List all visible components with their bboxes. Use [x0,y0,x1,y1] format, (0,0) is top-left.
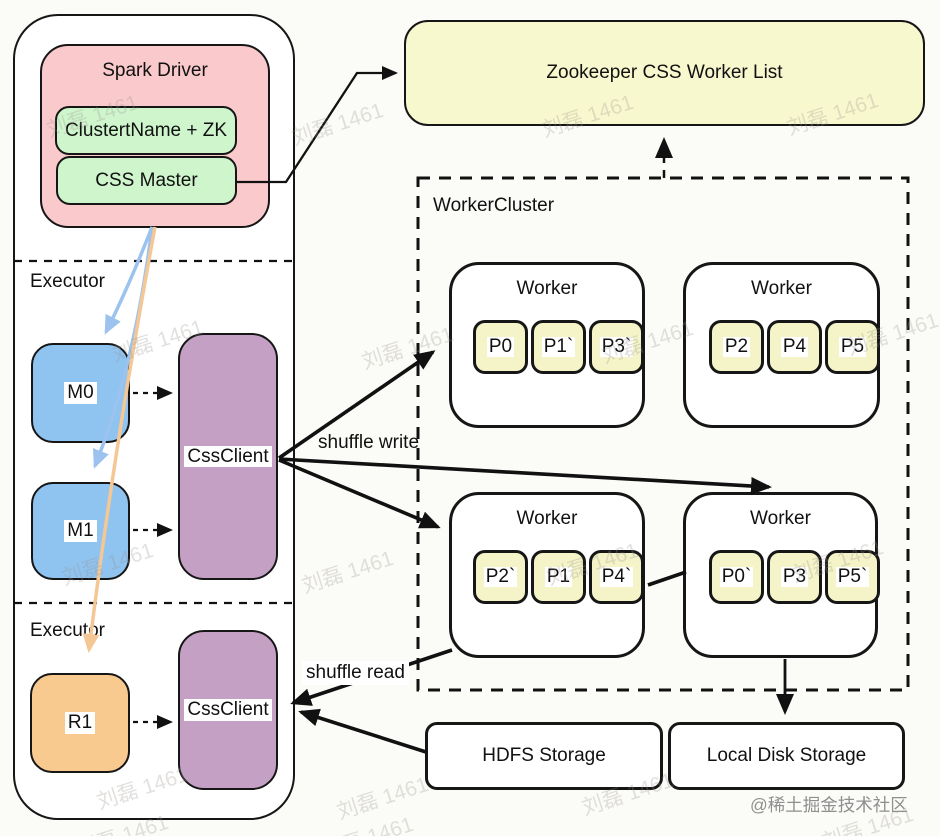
worker-box-2: Worker P2 P4 P5 [683,262,880,428]
worker-4-title: Worker [750,508,811,529]
worker-1-partitions: P0 P1` P3` [473,320,644,374]
shuffle-write-label: shuffle write [318,432,420,453]
partition-chip: P5` [825,550,880,604]
partition-chip: P2` [473,550,528,604]
css-client-bottom-label: CssClient [184,699,272,721]
shuffle-write-arrow-w4 [278,457,772,495]
spark-driver-title: Spark Driver [102,60,208,81]
reduce-task-r1-label: R1 [64,712,96,734]
partition-chip: P2 [709,320,764,374]
watermark: 刘磊 1461 [299,546,397,598]
css-master-label: CSS Master [95,169,198,191]
worker-box-3: Worker P2` P1 P4` [449,492,645,658]
partition-chip: P3` [589,320,644,374]
worker-cluster-label: WorkerCluster [433,195,555,216]
hdfs-storage-box: HDFS Storage [425,722,663,790]
watermark: 刘磊 1461 [334,772,432,824]
zookeeper-worker-list-box: Zookeeper CSS Worker List [404,20,925,126]
worker-3-partitions: P2` P1 P4` [473,550,644,604]
local-disk-storage-label: Local Disk Storage [706,745,867,767]
partition-chip: P1` [531,320,586,374]
map-task-m1-box: M1 [31,482,130,580]
partition-chip: P3 [767,550,822,604]
shuffle-read-arrow-from-hdfs [298,708,427,754]
community-credit: @稀土掘金技术社区 [750,795,908,815]
watermark: 刘磊 1461 [289,98,387,150]
worker-1-title: Worker [516,278,578,299]
worker-2-partitions: P2 P4 P5 [709,320,880,374]
css-client-bottom-box: CssClient [178,630,278,790]
cluster-zk-label: ClustertName + ZK [64,119,228,141]
worker-4-partitions: P0` P3 P5` [709,550,880,604]
watermark: 刘磊 1461 [359,322,457,374]
cluster-zk-box: ClustertName + ZK [55,106,237,155]
css-master-box: CSS Master [56,156,237,205]
watermark: 刘磊 1461 [318,808,417,836]
executor-top-label: Executor [30,271,105,292]
local-disk-storage-box: Local Disk Storage [668,722,905,790]
css-client-top-box: CssClient [178,333,278,580]
partition-chip: P5 [825,320,880,374]
map-task-m1-label: M1 [64,520,97,542]
partition-chip: P0 [473,320,528,374]
shuffle-read-worker-segment [647,570,687,587]
zookeeper-worker-list-label: Zookeeper CSS Worker List [546,62,783,84]
partition-chip: P1 [531,550,586,604]
worker-box-4: Worker P0` P3 P5` [683,492,880,658]
partition-chip: P0` [709,550,764,604]
partition-chip: P4 [767,320,822,374]
map-task-m0-label: M0 [64,382,97,404]
executor-bottom-label: Executor [30,620,105,641]
worker-box-1: Worker P0 P1` P3` [449,262,645,428]
partition-chip: P4` [589,550,644,604]
map-task-m0-box: M0 [31,343,130,443]
shuffle-write-arrow-w3 [278,458,441,529]
reduce-task-r1-box: R1 [30,673,130,773]
worker-2-title: Worker [751,278,812,299]
css-client-top-label: CssClient [184,445,272,468]
hdfs-storage-label: HDFS Storage [482,745,606,767]
worker-3-title: Worker [516,508,578,529]
shuffle-read-label: shuffle read [302,661,409,685]
